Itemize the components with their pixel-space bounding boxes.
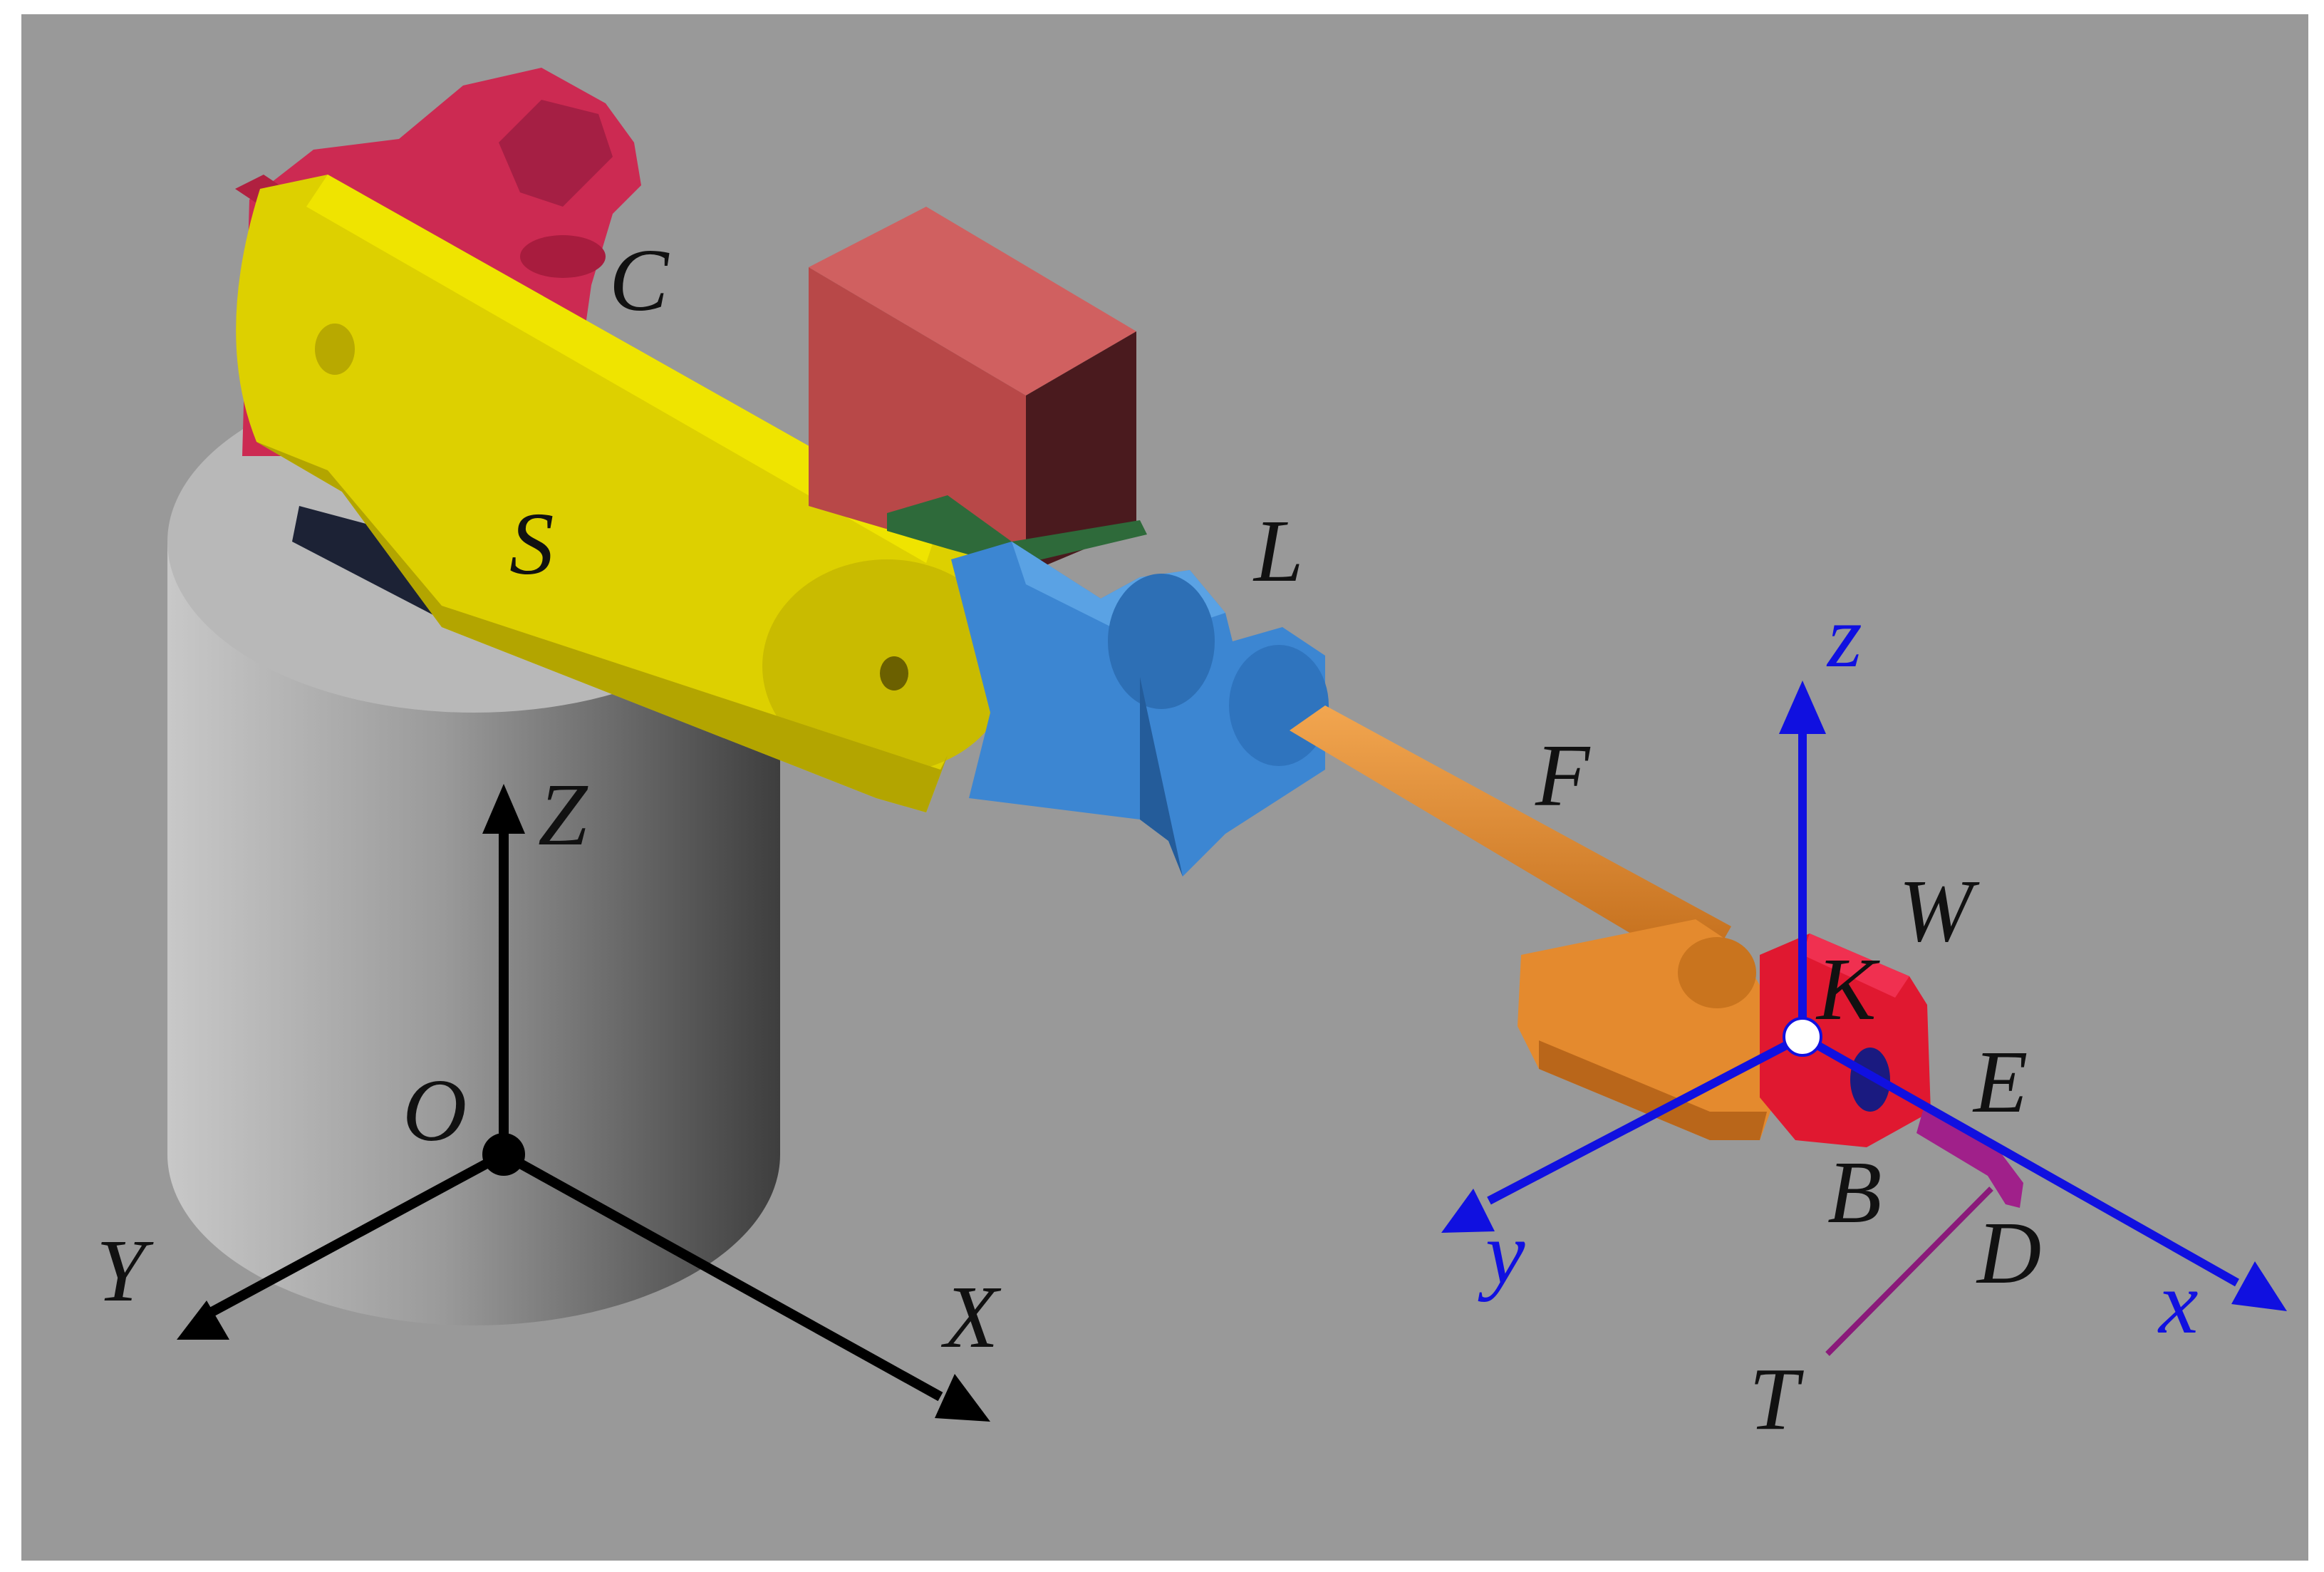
counterweight-box: [809, 207, 1136, 574]
label-global-z: Z: [538, 766, 588, 864]
origin-k-point: [1783, 1017, 1822, 1057]
label-global-x: X: [940, 1268, 1002, 1367]
label-origin-o: O: [403, 1062, 467, 1160]
label-tool-x: x: [2157, 1254, 2198, 1353]
label-b: B: [1827, 1144, 1882, 1242]
tool-y-axis: [1487, 1033, 1805, 1205]
global-y-arrowhead: [177, 1300, 229, 1340]
label-k: K: [1815, 941, 1880, 1039]
tool-line-t: [1825, 1186, 1993, 1356]
label-f: F: [1535, 727, 1591, 825]
label-c: C: [609, 232, 670, 330]
global-x-axis: [501, 1149, 943, 1402]
label-d: D: [1976, 1204, 2041, 1303]
tool-y-arrowhead: [1441, 1189, 1495, 1233]
tool-x-arrowhead: [2231, 1261, 2287, 1311]
global-frame: [177, 784, 990, 1422]
guide-rail: [887, 495, 1147, 567]
tool-tip-d: [1916, 1108, 2023, 1208]
label-w: W: [1899, 862, 1980, 961]
label-t: T: [1749, 1350, 1804, 1449]
label-tool-z: z: [1826, 588, 1862, 686]
global-y-axis: [204, 1149, 507, 1320]
shoulder-arm-s: [236, 175, 1012, 812]
label-l: L: [1252, 502, 1304, 601]
label-global-y: Y: [96, 1222, 154, 1320]
label-s: S: [509, 495, 554, 594]
label-tool-y: y: [1478, 1204, 1525, 1303]
global-z-arrowhead: [482, 784, 525, 834]
tool-z-arrowhead: [1779, 681, 1826, 734]
tool-x-axis: [1800, 1033, 2239, 1287]
tool-frame: [1441, 681, 2287, 1311]
origin-o-point: [482, 1133, 525, 1176]
label-e: E: [1972, 1033, 2028, 1132]
global-x-arrowhead: [935, 1374, 990, 1422]
